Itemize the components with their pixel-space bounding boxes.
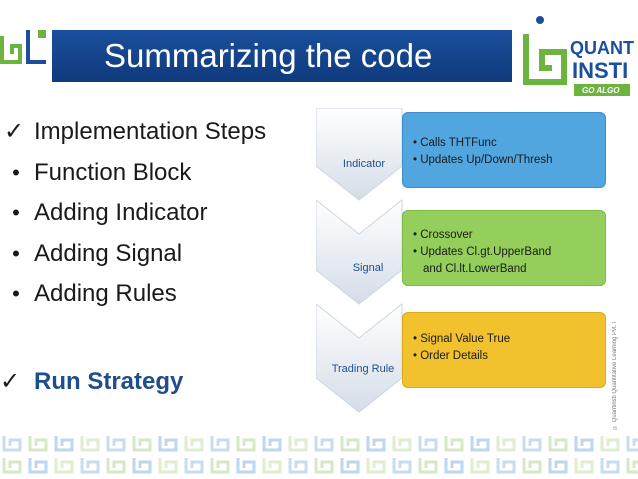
checkmark-icon: ✓ bbox=[3, 118, 25, 145]
footer-motif bbox=[626, 436, 638, 452]
footer-motif bbox=[80, 458, 100, 474]
card-line: • Updates Up/Down/Thresh bbox=[413, 154, 553, 166]
footer-motif bbox=[2, 436, 22, 452]
footer-motif bbox=[28, 436, 48, 452]
footer-motif bbox=[470, 436, 490, 452]
footer-motif bbox=[600, 458, 620, 474]
stage-label-indicator: Indicator bbox=[342, 158, 386, 170]
bullet-dot-icon: • bbox=[12, 281, 20, 306]
card-line: • Calls THTFunc bbox=[413, 137, 497, 149]
footer-motif bbox=[366, 458, 386, 474]
copyright-text: © Quantinsti Quantitative Learning Pvt. … bbox=[612, 322, 618, 430]
footer-motif bbox=[600, 436, 620, 452]
footer-motif bbox=[574, 436, 594, 452]
checkmark-icon: ✓ bbox=[0, 368, 21, 395]
bullet-item: ✓ Implementation Steps bbox=[4, 112, 334, 153]
footer-motif bbox=[158, 436, 178, 452]
process-diagram: Indicator Signal Trading Rule • Calls TH… bbox=[316, 108, 610, 428]
card-line: • Order Details bbox=[413, 350, 488, 362]
bullet-text: Adding Rules bbox=[34, 280, 177, 307]
footer-motif bbox=[262, 436, 282, 452]
bullet-item: • Adding Rules bbox=[12, 274, 334, 315]
footer-motif bbox=[470, 458, 490, 474]
footer-motif bbox=[392, 458, 412, 474]
card-line: • Crossover bbox=[413, 229, 473, 241]
bullet-item: • Adding Indicator bbox=[12, 193, 334, 234]
footer-motif bbox=[236, 436, 256, 452]
run-strategy-item: ✓ Run Strategy bbox=[0, 362, 184, 402]
footer-motif bbox=[28, 458, 48, 474]
footer-motif bbox=[418, 458, 438, 474]
footer-motif bbox=[340, 436, 360, 452]
bullet-text: Function Block bbox=[34, 158, 192, 186]
footer-motif bbox=[444, 458, 464, 474]
footer-motif bbox=[522, 458, 542, 474]
indicator-chevron bbox=[316, 108, 403, 201]
bullet-text: Implementation Steps bbox=[34, 118, 267, 145]
footer-motif bbox=[54, 458, 74, 474]
bullet-dot-icon: • bbox=[12, 200, 20, 225]
signal-card: • Crossover • Updates Cl.gt.UpperBand an… bbox=[402, 210, 606, 286]
footer-motif bbox=[184, 436, 204, 452]
logo-line2: INSTI bbox=[572, 58, 628, 83]
stage-label-signal: Signal bbox=[352, 262, 384, 274]
card-line: • Signal Value True bbox=[413, 333, 511, 345]
signal-chevron bbox=[316, 198, 403, 305]
footer-motif bbox=[392, 436, 412, 452]
logo-tagline: GO ALGO bbox=[582, 86, 620, 95]
logo-line1: QUANT bbox=[570, 38, 634, 58]
trading-rule-chevron bbox=[316, 302, 403, 413]
bullet-text: Adding Indicator bbox=[34, 199, 208, 226]
indicator-card: • Calls THTFunc • Updates Up/Down/Thresh bbox=[402, 112, 606, 188]
corner-pattern-icon bbox=[0, 0, 52, 80]
footer-motif bbox=[288, 436, 308, 452]
footer-motif bbox=[314, 436, 334, 452]
footer-motif bbox=[444, 436, 464, 452]
trading-rule-card: • Signal Value True • Order Details bbox=[402, 312, 606, 388]
footer-motif bbox=[574, 458, 594, 474]
footer-motif bbox=[132, 458, 152, 474]
chevron-arrows bbox=[316, 108, 403, 413]
footer-motif bbox=[522, 436, 542, 452]
footer-motif bbox=[418, 436, 438, 452]
footer-motif bbox=[184, 458, 204, 474]
footer-motif bbox=[2, 458, 22, 474]
footer-motif bbox=[548, 458, 568, 474]
footer-pattern-icon bbox=[2, 436, 638, 474]
card-line: and Cl.lt.LowerBand bbox=[423, 263, 527, 275]
footer-motif bbox=[54, 436, 74, 452]
bullet-list: ✓ Implementation Steps • Function Block … bbox=[4, 112, 334, 315]
footer-motif bbox=[626, 458, 638, 474]
bullet-item: • Adding Signal bbox=[12, 234, 334, 275]
footer-motif bbox=[80, 436, 100, 452]
footer-motif bbox=[106, 458, 126, 474]
footer-motif bbox=[158, 458, 178, 474]
footer-motif bbox=[236, 458, 256, 474]
footer-motif bbox=[496, 458, 516, 474]
slide-title: Summarizing the code bbox=[104, 37, 433, 74]
footer-motif bbox=[366, 436, 386, 452]
footer-motif bbox=[210, 458, 230, 474]
footer-motif bbox=[262, 458, 282, 474]
footer-motif bbox=[210, 436, 230, 452]
footer-motif bbox=[496, 436, 516, 452]
footer-motif bbox=[314, 458, 334, 474]
run-strategy-text: Run Strategy bbox=[34, 368, 184, 395]
footer-motif bbox=[548, 436, 568, 452]
footer-motif bbox=[340, 458, 360, 474]
stage-label-trading-rule: Trading Rule bbox=[331, 363, 395, 375]
title-bar bbox=[52, 30, 512, 82]
card-line: • Updates Cl.gt.UpperBand bbox=[413, 246, 552, 258]
footer-motif bbox=[132, 436, 152, 452]
bullet-item: • Function Block bbox=[12, 153, 334, 194]
bullet-dot-icon: • bbox=[12, 159, 20, 185]
bullet-dot-icon: • bbox=[12, 240, 20, 266]
bullet-text: Adding Signal bbox=[34, 239, 183, 267]
footer-motif bbox=[288, 458, 308, 474]
footer-motif bbox=[106, 436, 126, 452]
quantinsti-logo: QUANT INSTI GO ALGO bbox=[520, 12, 634, 102]
